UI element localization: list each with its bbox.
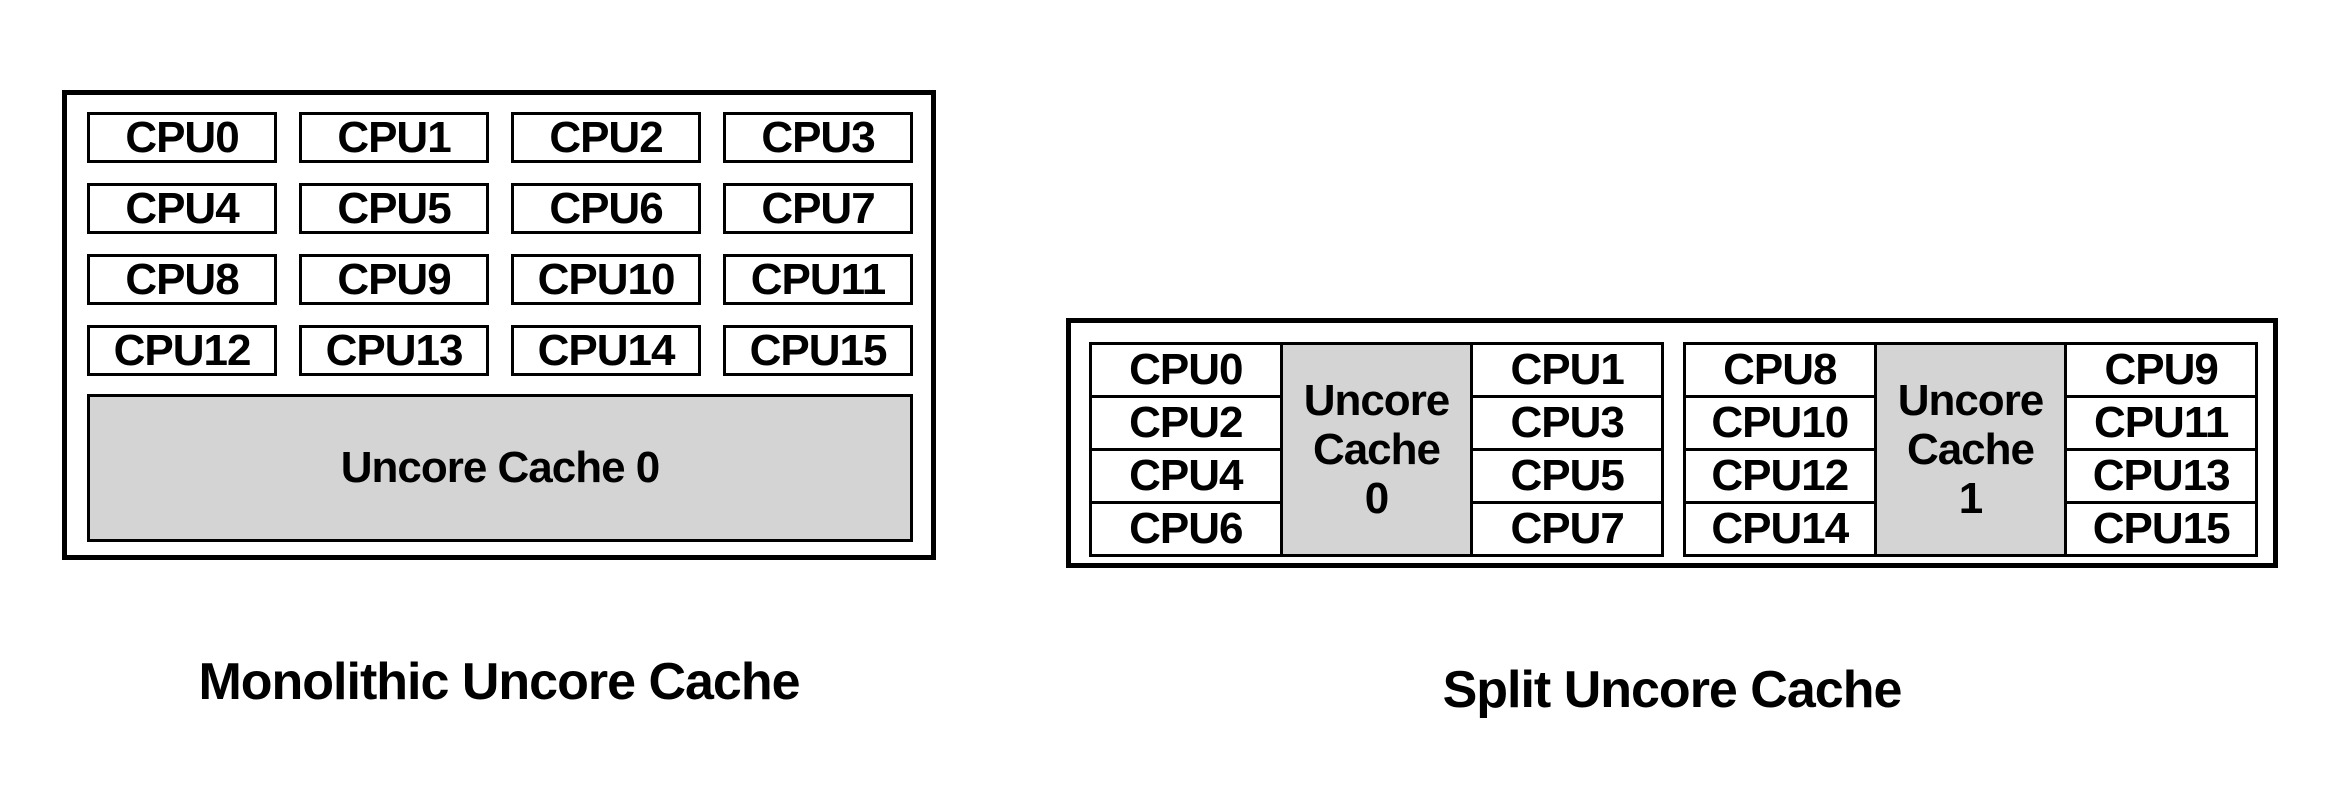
cpu-box: CPU3: [723, 112, 913, 163]
uncore-cache-1-cell: Uncore Cache 1: [1873, 342, 2068, 557]
cpu-box: CPU1: [299, 112, 489, 163]
cpu-box: CPU10: [511, 254, 701, 305]
cpu-cell: CPU13: [2064, 448, 2258, 504]
cpu-box: CPU4: [87, 183, 277, 234]
cpu-cell: CPU15: [2064, 501, 2258, 557]
cpu-cell: CPU0: [1089, 342, 1283, 398]
cpu-cell: CPU6: [1089, 501, 1283, 557]
split-diagram-box: CPU0 Uncore Cache 0 CPU1 CPU2 CPU3 CPU4 …: [1066, 318, 2278, 568]
cpu-box: CPU9: [299, 254, 489, 305]
cpu-box: CPU15: [723, 325, 913, 376]
cpu-cell: CPU3: [1470, 395, 1664, 451]
cpu-cell: CPU11: [2064, 395, 2258, 451]
cpu-box: CPU14: [511, 325, 701, 376]
cpu-cell: CPU5: [1470, 448, 1664, 504]
cpu-cell: CPU7: [1470, 501, 1664, 557]
cpu-box: CPU6: [511, 183, 701, 234]
uncore-cache-0-cell: Uncore Cache 0: [1279, 342, 1474, 557]
split-table-1: CPU8 Uncore Cache 1 CPU9 CPU10 CPU11 CPU…: [1683, 342, 2258, 557]
cpu-box: CPU11: [723, 254, 913, 305]
monolithic-diagram-box: CPU0 CPU1 CPU2 CPU3 CPU4 CPU5 CPU6 CPU7 …: [62, 90, 936, 560]
cpu-cell: CPU4: [1089, 448, 1283, 504]
cpu-cell: CPU9: [2064, 342, 2258, 398]
cpu-box: CPU5: [299, 183, 489, 234]
split-group-1: CPU8 Uncore Cache 1 CPU9 CPU10 CPU11 CPU…: [1683, 342, 2258, 557]
split-diagram-title: Split Uncore Cache: [1442, 661, 1903, 719]
monolithic-diagram-title: Monolithic Uncore Cache: [198, 653, 800, 711]
cpu-cell: CPU1: [1470, 342, 1664, 398]
split-table-0: CPU0 Uncore Cache 0 CPU1 CPU2 CPU3 CPU4 …: [1089, 342, 1664, 557]
cpu-grid: CPU0 CPU1 CPU2 CPU3 CPU4 CPU5 CPU6 CPU7 …: [87, 112, 913, 376]
uncore-cache-0-box: Uncore Cache 0: [87, 394, 913, 542]
cpu-cell: CPU12: [1683, 448, 1877, 504]
cpu-box: CPU0: [87, 112, 277, 163]
cpu-cell: CPU2: [1089, 395, 1283, 451]
cpu-cell: CPU10: [1683, 395, 1877, 451]
cpu-box: CPU7: [723, 183, 913, 234]
cpu-cell: CPU14: [1683, 501, 1877, 557]
cpu-box: CPU8: [87, 254, 277, 305]
split-group-0: CPU0 Uncore Cache 0 CPU1 CPU2 CPU3 CPU4 …: [1089, 342, 1664, 557]
cpu-box: CPU2: [511, 112, 701, 163]
cpu-box: CPU13: [299, 325, 489, 376]
cpu-box: CPU12: [87, 325, 277, 376]
cpu-cell: CPU8: [1683, 342, 1877, 398]
